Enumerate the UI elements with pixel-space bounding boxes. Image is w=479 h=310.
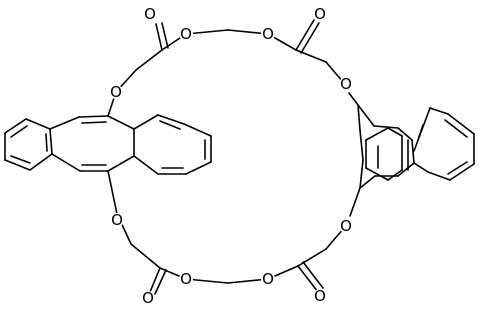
bond (45, 133, 48, 152)
bond (365, 167, 389, 181)
bond (349, 187, 361, 217)
bond (4, 118, 27, 134)
oxygen-atom: O (179, 25, 193, 43)
bond (357, 104, 361, 131)
bond (297, 248, 327, 267)
atom-label-o4: O (314, 5, 326, 23)
bond (130, 243, 161, 269)
bond (49, 116, 80, 130)
atom-label-o12: O (314, 287, 326, 305)
bond (447, 161, 468, 175)
oxygen-atom: O (339, 217, 353, 235)
bond (449, 163, 475, 181)
bond (51, 153, 81, 172)
bond (357, 104, 375, 127)
bond (302, 261, 324, 289)
bond (29, 153, 53, 171)
atom-label-o2: O (180, 25, 192, 43)
bond (447, 113, 475, 135)
atom-labels: O O O O O O O O (109, 5, 353, 307)
atom-label-o5: O (110, 83, 122, 101)
bond (387, 169, 403, 181)
bond (397, 127, 413, 141)
atom-label-o11: O (142, 289, 154, 307)
atom-label-o8: O (340, 217, 352, 235)
bond (154, 269, 167, 295)
bond (49, 128, 53, 155)
bond (185, 278, 229, 284)
atom-label-o6: O (340, 75, 352, 93)
oxygen-atom: O (339, 75, 353, 93)
oxygen-atom: O (109, 83, 123, 101)
bond (417, 124, 424, 141)
bond (325, 227, 345, 250)
bond (161, 22, 169, 49)
bond (10, 155, 31, 164)
bond (4, 159, 31, 171)
bond (348, 92, 359, 106)
atom-label-o3: O (262, 25, 274, 43)
bond (365, 127, 389, 141)
oxygen-atom: O (261, 270, 275, 288)
bond (183, 123, 212, 137)
oxygen-atom: O (110, 211, 124, 229)
bond (133, 114, 159, 130)
atom-label-o10: O (262, 270, 274, 288)
bond (427, 171, 451, 181)
bond (373, 125, 399, 129)
bond (429, 107, 449, 115)
oxygen-atom: O (179, 270, 193, 288)
bond (107, 155, 135, 172)
atom-label-o7: O (111, 211, 123, 229)
bond (107, 115, 135, 130)
bond (359, 129, 364, 161)
bond (25, 118, 51, 130)
atom-label-o1: O (144, 5, 156, 23)
oxygen-atom: O (261, 25, 275, 43)
bond (185, 29, 229, 35)
bond (397, 162, 415, 177)
bond (185, 161, 212, 175)
left-linker-chains (115, 22, 269, 295)
bond (149, 267, 161, 293)
oxygen-atom: O (143, 5, 157, 23)
bond (297, 265, 319, 293)
right-linker-chains (267, 19, 345, 293)
bond (387, 127, 403, 137)
oxygen-atom: O (141, 289, 155, 307)
oxygen-atom: O (313, 287, 327, 305)
oxygen-atom: O (313, 5, 327, 23)
bond (78, 115, 109, 118)
bond (359, 175, 376, 189)
bond (444, 119, 468, 138)
bond (411, 139, 415, 164)
bond (81, 121, 107, 124)
bond (133, 155, 159, 175)
bond (300, 22, 320, 54)
bond (295, 49, 327, 63)
bond (107, 170, 118, 215)
bond (295, 19, 315, 51)
left-anthracene (4, 91, 212, 215)
bond (10, 125, 28, 138)
bond (325, 61, 344, 83)
bond (359, 159, 364, 189)
bond (155, 23, 163, 51)
atom-label-o9: O (180, 270, 192, 288)
bond (135, 49, 163, 71)
bond (413, 162, 429, 173)
bond (159, 120, 181, 130)
right-anthracene (348, 92, 475, 217)
bond (157, 114, 185, 125)
